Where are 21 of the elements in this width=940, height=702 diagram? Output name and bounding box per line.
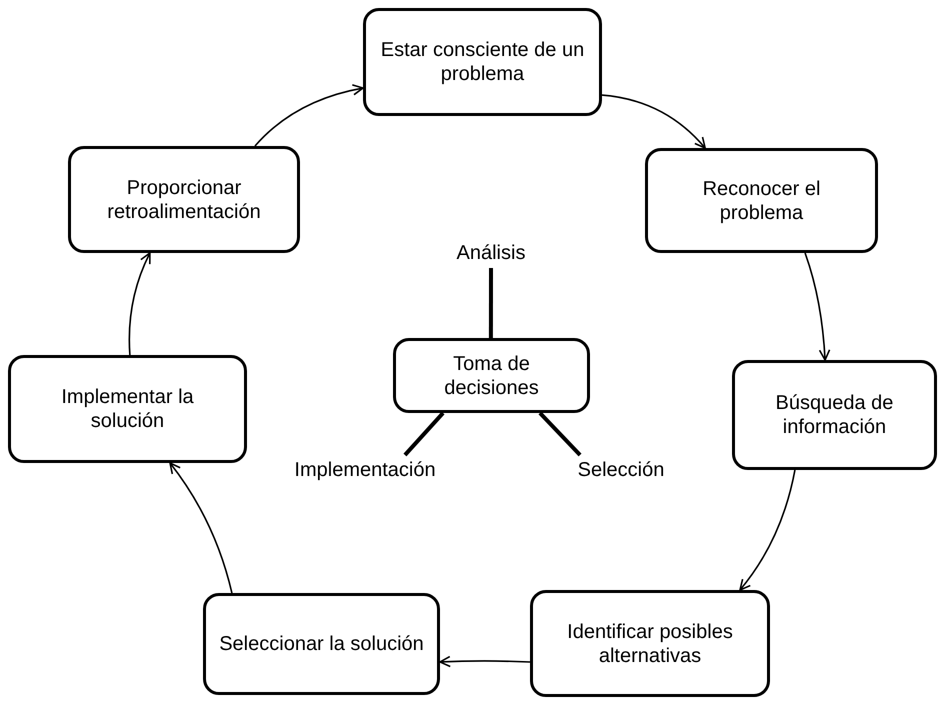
curved-arrow <box>128 252 151 356</box>
curved-arrow <box>254 84 364 147</box>
curved-arrow <box>169 462 233 594</box>
process-box: Estar consciente de un problema <box>363 8 602 116</box>
process-box: Reconocer el problema <box>645 148 878 253</box>
branch-label: Análisis <box>440 238 542 268</box>
process-box: Implementar la solución <box>8 355 247 463</box>
process-box: Proporcionar retroalimentación <box>68 146 300 253</box>
process-box: Toma de decisiones <box>393 338 590 413</box>
curved-arrow <box>439 656 530 668</box>
connector-line <box>538 412 582 456</box>
curved-arrow <box>804 252 830 361</box>
connector-line <box>403 412 445 456</box>
curved-arrow <box>739 470 796 591</box>
branch-label: Selección <box>556 455 686 485</box>
process-box: Seleccionar la solución <box>203 593 440 695</box>
process-box: Búsqueda de información <box>732 360 937 470</box>
curved-arrow <box>602 94 706 149</box>
process-box: Identificar posibles alternativas <box>530 590 770 697</box>
branch-label: Implementación <box>268 455 462 485</box>
connector-line <box>488 268 493 338</box>
